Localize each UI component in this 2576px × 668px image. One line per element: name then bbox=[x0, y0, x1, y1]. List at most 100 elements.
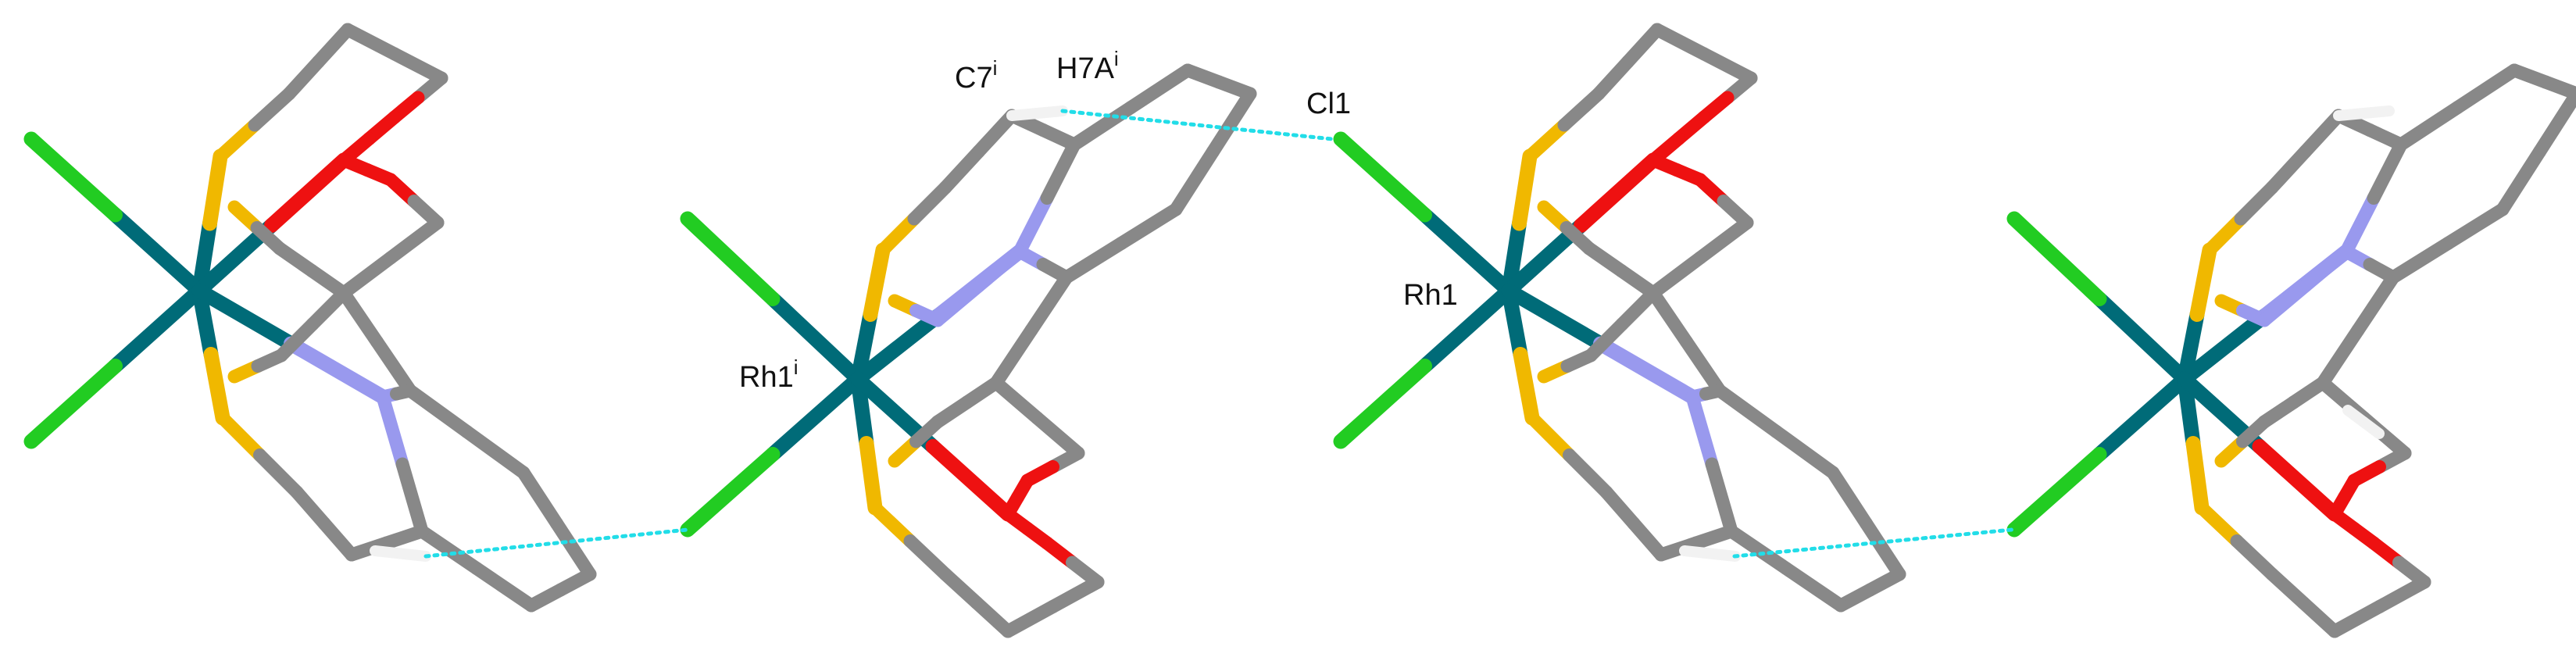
atom-label-rh1-symmetry: Rh1i bbox=[739, 355, 799, 394]
rh-cl-bond bbox=[2006, 371, 2192, 538]
c-c-bond bbox=[1646, 286, 1727, 398]
o-bond bbox=[1646, 153, 1707, 187]
rh-cl-bond bbox=[23, 283, 207, 449]
c-c-bond bbox=[938, 567, 1015, 638]
rh-cl-bond bbox=[680, 371, 866, 538]
rh-n-bond bbox=[1501, 283, 1700, 405]
c-c-bond bbox=[415, 524, 538, 613]
c-c-bond bbox=[1646, 216, 1754, 300]
c-c-bond bbox=[516, 466, 597, 581]
c-c-bond bbox=[1181, 63, 1257, 101]
s-c-bond bbox=[2195, 501, 2279, 581]
contact-layer bbox=[423, 109, 2014, 559]
rh-cl-bond bbox=[23, 131, 207, 298]
c-c-bond bbox=[2386, 202, 2510, 284]
c-c-bond bbox=[337, 216, 445, 300]
s-c-bond bbox=[2203, 180, 2279, 257]
o-bond bbox=[337, 110, 402, 167]
c-c-bond bbox=[341, 23, 448, 85]
c-c-bond bbox=[1724, 524, 1848, 613]
n-c-bond bbox=[1013, 138, 1081, 259]
c-c-bond bbox=[274, 286, 351, 363]
bond-layer bbox=[23, 23, 2576, 638]
s-c-bond bbox=[868, 501, 952, 581]
c-c-bond bbox=[2316, 270, 2400, 390]
c-o-bond bbox=[388, 71, 448, 124]
c-c-bond bbox=[337, 286, 417, 398]
c-c-bond bbox=[1001, 575, 1105, 638]
c-c-bond bbox=[1713, 384, 1840, 480]
rh-cl-bond bbox=[1333, 131, 1517, 298]
c-o-bond bbox=[1697, 71, 1758, 124]
rh-cl-bond bbox=[680, 211, 866, 387]
n-c-bond bbox=[376, 390, 429, 538]
c-c-bond bbox=[1826, 466, 1906, 581]
c-o-bond bbox=[2347, 446, 2412, 488]
c-c-bond bbox=[1834, 567, 1906, 613]
c-c-bond bbox=[2496, 87, 2576, 216]
n-c-bond bbox=[1013, 245, 1074, 284]
c-c-bond bbox=[524, 567, 597, 613]
contact-h-cl-left bbox=[423, 527, 690, 559]
c-c-bond bbox=[1067, 63, 1195, 152]
c-c-bond bbox=[282, 23, 355, 101]
c-c-bond bbox=[2328, 575, 2431, 638]
o-c-bond bbox=[1693, 173, 1754, 230]
c-c-bond bbox=[2394, 63, 2521, 152]
s-c-bond bbox=[876, 180, 952, 257]
s-c-bond bbox=[2214, 294, 2271, 327]
c-c-bond bbox=[931, 376, 1003, 429]
c-c-bond bbox=[1169, 87, 1257, 216]
c-c-bond bbox=[345, 524, 429, 562]
n-c-bond bbox=[2339, 245, 2400, 284]
o-c-bond bbox=[2367, 536, 2431, 589]
o-bond bbox=[337, 153, 398, 187]
s-c-bond bbox=[213, 87, 296, 163]
atom-label-cl1: Cl1 bbox=[1306, 88, 1351, 120]
c-c-bond bbox=[273, 241, 351, 300]
c-c-bond bbox=[989, 376, 1085, 460]
c-c-bond bbox=[2265, 109, 2346, 195]
c-c-bond bbox=[403, 384, 531, 480]
c-c-bond bbox=[938, 109, 1019, 195]
c-c-bond bbox=[1592, 23, 1664, 101]
c-c-bond bbox=[989, 270, 1074, 390]
s-c-bond bbox=[1523, 87, 1606, 163]
c-o-bond bbox=[1020, 446, 1085, 488]
o-c-bond bbox=[384, 173, 445, 230]
c-h-bond bbox=[1006, 105, 1068, 121]
n-c-bond bbox=[1685, 390, 1738, 538]
o-bond bbox=[1646, 110, 1711, 167]
atom-label-c7: C7i bbox=[955, 56, 997, 95]
atom-label-rh1: Rh1 bbox=[1403, 279, 1458, 312]
rh-s-bond bbox=[191, 283, 230, 426]
c-h-bond bbox=[2342, 405, 2385, 439]
rh-cl-bond bbox=[2006, 211, 2192, 387]
s-c-bond bbox=[216, 411, 304, 499]
o-bond bbox=[2328, 507, 2381, 550]
atom-label-h7a: H7Ai bbox=[1056, 47, 1119, 85]
c-c-bond bbox=[1654, 524, 1738, 562]
s-c-bond bbox=[227, 348, 288, 384]
c-c-bond bbox=[1059, 202, 1183, 284]
rh-n-bond bbox=[191, 283, 391, 405]
c-c-bond bbox=[290, 485, 359, 562]
c-n-bond bbox=[2257, 245, 2353, 327]
contact-h-cl-right bbox=[1732, 527, 2014, 559]
s-c-bond bbox=[1537, 348, 1598, 384]
o-bond bbox=[1001, 507, 1054, 550]
contact-h7a-cl1 bbox=[1060, 109, 1334, 141]
c-c-bond bbox=[1582, 241, 1660, 300]
o-c-bond bbox=[1040, 536, 1105, 589]
c-c-bond bbox=[1584, 286, 1660, 363]
c-h-bond bbox=[1679, 545, 1741, 562]
c-c-bond bbox=[1650, 23, 1758, 85]
rh-s-bond bbox=[1501, 283, 1540, 426]
c-n-bond bbox=[931, 245, 1027, 327]
c-h-bond bbox=[370, 545, 431, 562]
c-c-bond bbox=[2507, 63, 2576, 101]
s-c-bond bbox=[888, 294, 945, 327]
s-c-bond bbox=[1525, 411, 1613, 499]
c-c-bond bbox=[2265, 567, 2342, 638]
